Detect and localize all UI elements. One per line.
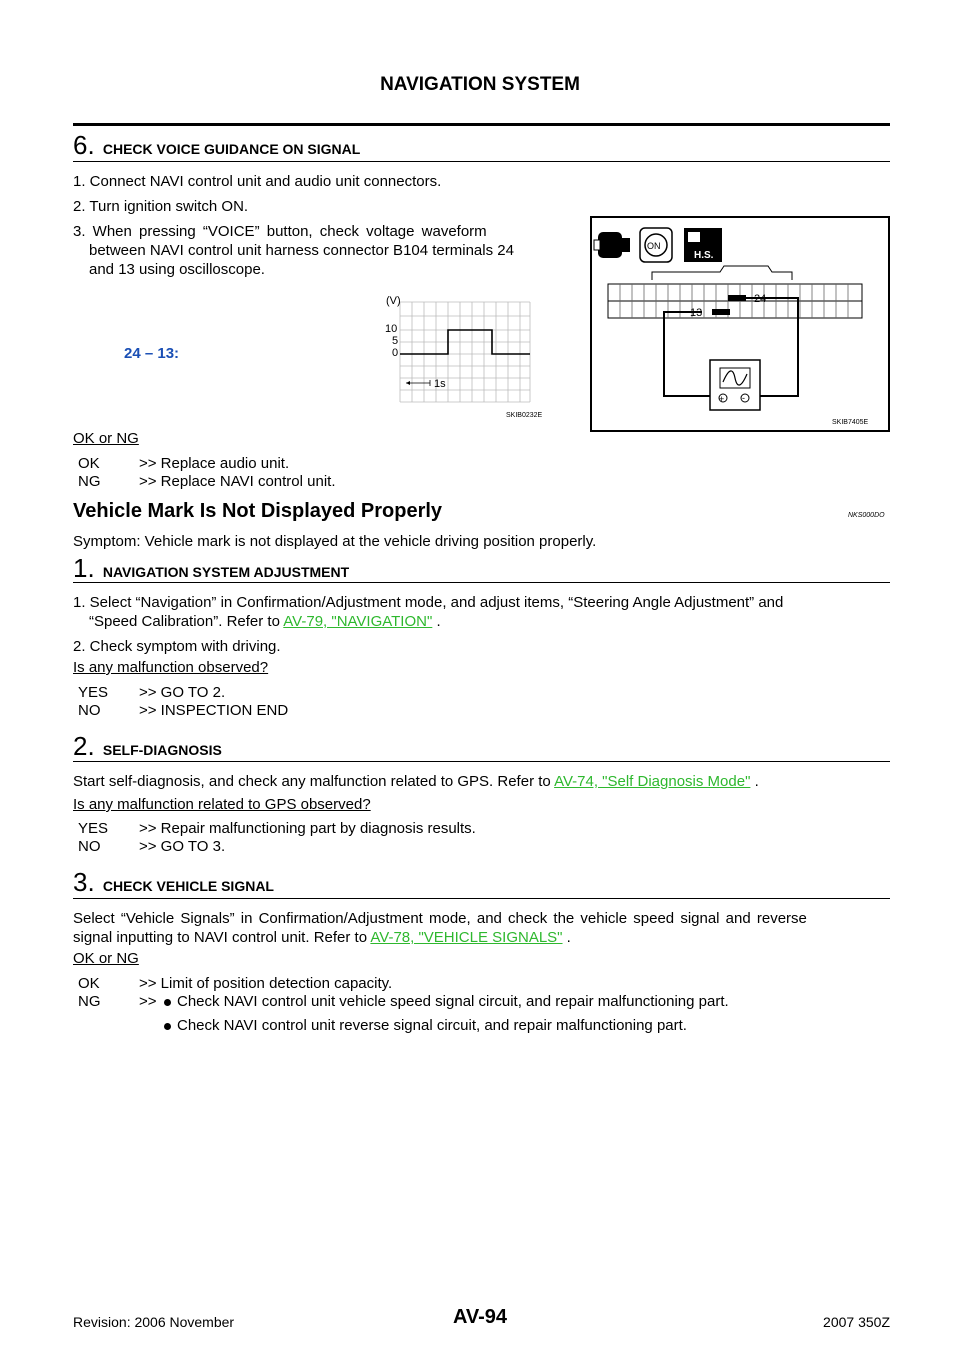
link-av-79-navigation[interactable]: AV-79, "NAVIGATION" (283, 613, 433, 630)
step3-result-ok-text: >> Limit of position detection capacity. (139, 975, 393, 992)
ignition-on-icon: ON (639, 227, 673, 263)
probe-24 (728, 295, 746, 301)
y-tick-5: 5 (392, 335, 398, 347)
step-6-heading: 6. CHECK VOICE GUIDANCE ON SIGNAL (73, 130, 360, 161)
step-rule (73, 161, 890, 162)
svg-text:-: - (742, 393, 745, 403)
bullet-text: Check NAVI control unit reverse signal c… (177, 1017, 687, 1034)
step3-result-ng-key: NG (78, 993, 101, 1010)
step6-result-ok-text: >> Replace audio unit. (139, 455, 290, 472)
connector-icon (593, 232, 630, 258)
svg-text:+: + (719, 394, 724, 404)
step3-line1: Select “Vehicle Signals” in Confirmation… (73, 910, 807, 927)
link-av-74-self-diagnosis[interactable]: AV-74, "Self Diagnosis Mode" (554, 773, 751, 790)
time-scale-label: 1s (434, 378, 446, 390)
ignition-on-label: ON (647, 241, 661, 251)
header-rule (73, 123, 890, 126)
y-tick-10: 10 (385, 323, 397, 335)
connector-body (607, 265, 863, 319)
waveform-trace (400, 329, 530, 355)
harness-side-label: H.S. (694, 250, 714, 261)
bullet-icon (164, 1022, 171, 1030)
step1-item-1-line1: 1. Select “Navigation” in Confirmation/A… (73, 594, 784, 611)
harness-side-icon: H.S. (684, 228, 722, 262)
step3-question: OK or NG (73, 950, 139, 967)
section-code: NKS000DO (848, 512, 885, 519)
step-3-heading: 3. CHECK VEHICLE SIGNAL (73, 867, 274, 898)
step-number: 1. (73, 553, 95, 583)
step1-question: Is any malfunction observed? (73, 659, 269, 676)
step-title: NAVIGATION SYSTEM ADJUSTMENT (102, 564, 350, 580)
step1-item-1-line2: “Speed Calibration”. Refer to AV-79, "NA… (89, 612, 441, 631)
step-1-heading: 1. NAVIGATION SYSTEM ADJUSTMENT (73, 553, 349, 584)
footer-revision: Revision: 2006 November (73, 1314, 235, 1330)
step3-line2: signal inputting to NAVI control unit. R… (73, 928, 571, 947)
probe-wires (663, 297, 799, 397)
probe-13 (712, 309, 730, 315)
step1-result-yes-key: YES (78, 684, 109, 701)
step-title: CHECK VOICE GUIDANCE ON SIGNAL (102, 141, 361, 157)
oscilloscope-icon: + - (709, 359, 761, 411)
step1-item-1-suffix: . (432, 613, 441, 630)
step6-result-ng-text: >> Replace NAVI control unit. (139, 473, 336, 490)
symptom-text: Symptom: Vehicle mark is not displayed a… (73, 533, 597, 550)
step-number: 2. (73, 731, 95, 761)
step-rule (73, 582, 890, 583)
step6-result-ok-key: OK (78, 455, 100, 472)
step-title: SELF-DIAGNOSIS (102, 742, 222, 758)
step-rule (73, 898, 890, 899)
step1-result-no-key: NO (78, 702, 101, 719)
step3-result-ng-arrow: >> (139, 993, 157, 1010)
footer-model: 2007 350Z (823, 1314, 890, 1330)
waveform-figure-code: SKIB0232E (506, 412, 543, 419)
terminal-label: 24 – 13: (124, 345, 180, 362)
connector-diagram: ON H.S. 24 1 (593, 227, 869, 426)
step2-suffix: . (750, 773, 759, 790)
step2-result-yes-key: YES (78, 820, 109, 837)
step1-result-yes-text: >> GO TO 2. (139, 684, 226, 701)
step2-result-no-text: >> GO TO 3. (139, 838, 226, 855)
step6-item-2: 2. Turn ignition switch ON. (73, 198, 249, 215)
step6-result-ng-key: NG (78, 473, 101, 490)
step2-question: Is any malfunction related to GPS observ… (73, 796, 371, 813)
bullet-icon (164, 998, 171, 1006)
step6-item-1: 1. Connect NAVI control unit and audio u… (73, 173, 442, 190)
section-heading: Vehicle Mark Is Not Displayed Properly (73, 500, 443, 522)
step3-result-ok-key: OK (78, 975, 100, 992)
waveform-figure: (V) 10 5 0 1s SKIB0232E (385, 295, 543, 419)
step1-result-no-text: >> INSPECTION END (139, 702, 289, 719)
step2-result-yes-text: >> Repair malfunctioning part by diagnos… (139, 820, 476, 837)
step3-ng-bullet-2: Check NAVI control unit reverse signal c… (164, 1016, 687, 1035)
connector-figure-code: SKIB7405E (832, 419, 869, 426)
connector-figure: ON H.S. 24 1 (590, 216, 890, 432)
footer-page-number: AV-94 (452, 1306, 508, 1328)
step3-ng-bullet-1: Check NAVI control unit vehicle speed si… (164, 992, 729, 1011)
waveform-grid (399, 301, 531, 403)
step6-question: OK or NG (73, 430, 139, 447)
step3-suffix: . (562, 929, 571, 946)
step-number: 6. (73, 130, 95, 160)
step6-item-3-line1: 3. When pressing “VOICE” button, check v… (73, 223, 487, 240)
step1-item-2: 2. Check symptom with driving. (73, 638, 281, 655)
step6-item-3-line3: and 13 using oscilloscope. (89, 261, 265, 278)
step6-item-3-line2: between NAVI control unit harness connec… (89, 242, 514, 259)
step1-item-1-prefix: “Speed Calibration”. Refer to (89, 613, 284, 630)
waveform-unit: (V) (386, 295, 401, 307)
bullet-text: Check NAVI control unit vehicle speed si… (177, 993, 729, 1010)
time-scale-arrow-icon (406, 381, 410, 385)
y-tick-0: 0 (392, 347, 398, 359)
page-title: NAVIGATION SYSTEM (380, 74, 580, 95)
step2-prefix: Start self-diagnosis, and check any malf… (73, 773, 555, 790)
step2-result-no-key: NO (78, 838, 101, 855)
step-2-heading: 2. SELF-DIAGNOSIS (73, 731, 222, 762)
step-number: 3. (73, 867, 95, 897)
step2-text: Start self-diagnosis, and check any malf… (73, 772, 759, 791)
step-rule (73, 761, 890, 762)
link-av-78-vehicle-signals[interactable]: AV-78, "VEHICLE SIGNALS" (370, 929, 563, 946)
step-title: CHECK VEHICLE SIGNAL (102, 878, 274, 894)
step3-prefix: signal inputting to NAVI control unit. R… (73, 929, 371, 946)
